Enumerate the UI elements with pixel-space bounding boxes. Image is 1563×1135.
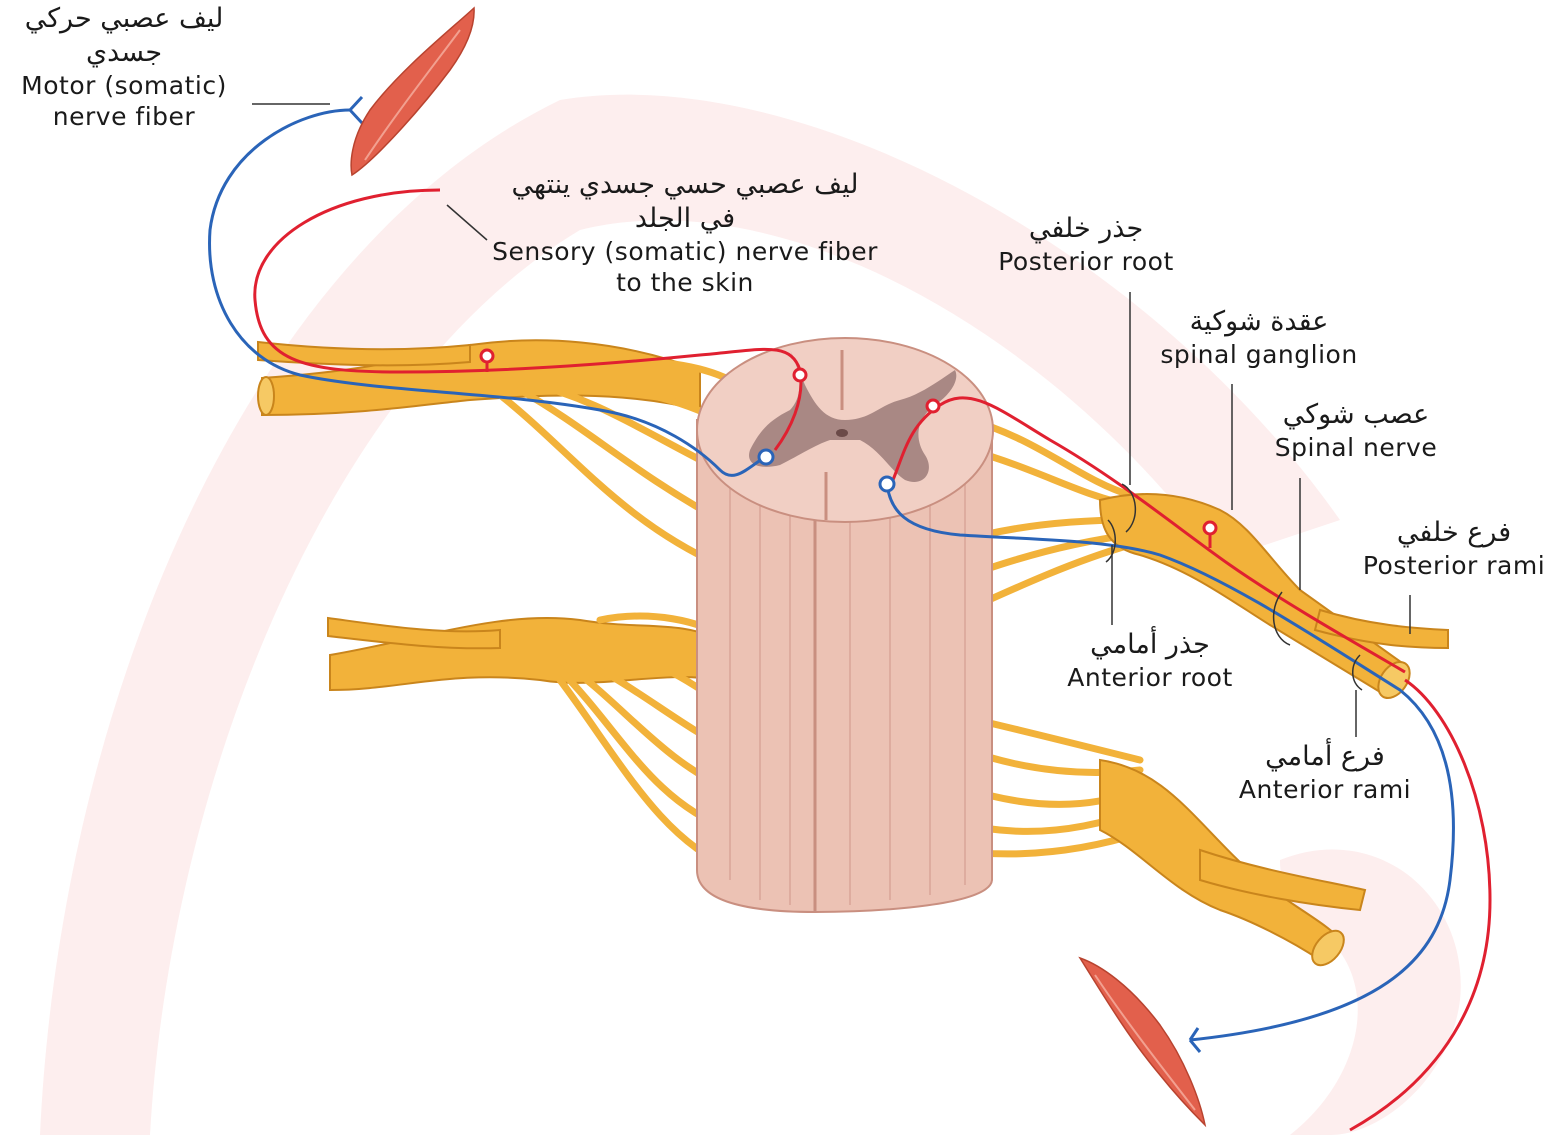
- sensory-fiber-ar-2: في الجلد: [465, 202, 905, 236]
- spinal-ganglion-en: spinal ganglion: [1140, 339, 1378, 370]
- spinal-ganglion-label: عقدة شوكية spinal ganglion: [1140, 305, 1378, 370]
- spinal-nerve-en: Spinal nerve: [1258, 432, 1454, 463]
- spinal-nerve-label: عصب شوكي Spinal nerve: [1258, 398, 1454, 463]
- posterior-rami-ar: فرع خلفي: [1348, 516, 1560, 550]
- anterior-root-ar: جذر أمامي: [1050, 628, 1250, 662]
- sensory-fiber-label: ليف عصبي حسي جسدي ينتهي في الجلد Sensory…: [465, 168, 905, 298]
- sensory-fiber-en-2: to the skin: [465, 267, 905, 298]
- spinal-ganglion-ar: عقدة شوكية: [1140, 305, 1378, 339]
- anterior-rami-ar: فرع أمامي: [1222, 740, 1428, 774]
- anterior-rami-en: Anterior rami: [1222, 774, 1428, 805]
- sensory-fiber-en-1: Sensory (somatic) nerve fiber: [465, 236, 905, 267]
- left-lower-nerve: [328, 618, 720, 690]
- muscle-upper: [351, 8, 474, 175]
- motor-fiber-en-2: nerve fiber: [5, 101, 243, 132]
- anterior-root-label: جذر أمامي Anterior root: [1050, 628, 1250, 693]
- motor-fiber-ar-1: ليف عصبي حركي: [5, 2, 243, 36]
- posterior-root-en: Posterior root: [980, 246, 1192, 277]
- spinal-nerve-ar: عصب شوكي: [1258, 398, 1454, 432]
- spinal-cord: [697, 338, 993, 912]
- motor-fiber-ar-2: جسدي: [5, 36, 243, 70]
- anterior-rami-label: فرع أمامي Anterior rami: [1222, 740, 1428, 805]
- posterior-root-ar: جذر خلفي: [980, 212, 1192, 246]
- sensory-fiber-ar-1: ليف عصبي حسي جسدي ينتهي: [465, 168, 905, 202]
- anterior-root-en: Anterior root: [1050, 662, 1250, 693]
- muscle-lower: [1080, 958, 1205, 1125]
- posterior-rami-label: فرع خلفي Posterior rami: [1348, 516, 1560, 581]
- posterior-rami-en: Posterior rami: [1348, 550, 1560, 581]
- motor-fiber-en-1: Motor (somatic): [5, 70, 243, 101]
- motor-fiber-label: ليف عصبي حركي جسدي Motor (somatic) nerve…: [5, 2, 243, 132]
- left-upper-nerve: [258, 340, 700, 415]
- posterior-root-label: جذر خلفي Posterior root: [980, 212, 1192, 277]
